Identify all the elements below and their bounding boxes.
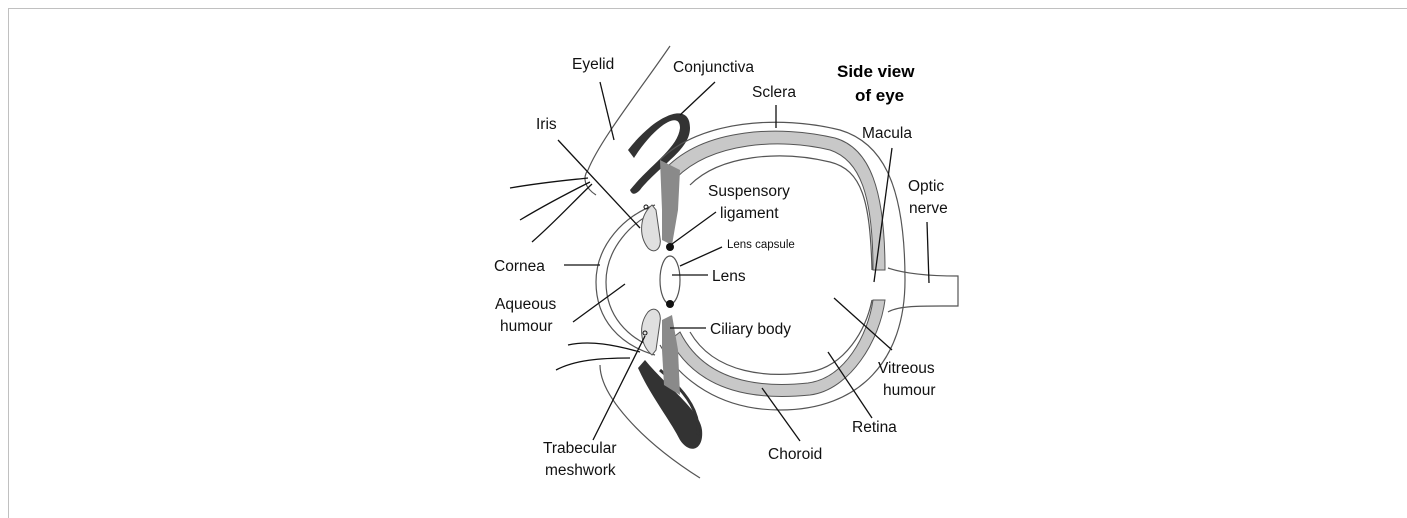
leader-iris [558,140,640,228]
label-optic-nerve-line2: nerve [909,200,948,217]
conjunctiva-upper [628,113,690,193]
leader-aqueous [573,284,625,322]
label-trabecular-line1: Trabecular [543,440,617,457]
retina-line [690,156,872,270]
diagram-title-line1: Side view [837,62,915,81]
suspensory-dot-lower [666,300,674,308]
leader-optic-nerve [927,222,929,283]
label-vitreous-line1: Vitreous [878,360,935,377]
eyelid-upper-inner-line [585,170,596,195]
label-ciliary-body: Ciliary body [710,321,791,338]
lens [660,256,680,304]
label-cornea: Cornea [494,258,545,275]
label-aqueous-line2: humour [500,318,553,335]
label-retina: Retina [852,419,897,436]
label-trabecular-line2: meshwork [545,462,616,479]
optic-nerve [888,268,958,312]
leader-trabecular [593,336,645,440]
label-eyelid: Eyelid [572,56,614,73]
label-choroid: Choroid [768,446,822,463]
leader-eyelid [600,82,614,140]
label-conjunctiva: Conjunctiva [673,59,754,76]
label-vitreous-line2: humour [883,382,936,399]
iris-upper [642,205,661,251]
leader-suspensory [672,212,716,244]
eyelashes-lower [556,343,640,370]
label-optic-nerve-line1: Optic [908,178,944,195]
label-aqueous-line1: Aqueous [495,296,556,313]
leader-lens-capsule [680,247,722,266]
label-suspensory-line1: Suspensory [708,183,790,200]
ciliary-body-lower [662,315,680,395]
leader-conjunctiva [680,82,715,115]
label-suspensory-line2: ligament [720,205,779,222]
label-lens-capsule: Lens capsule [727,239,795,251]
diagram-title-line2: of eye [855,86,904,105]
iris-lower [642,309,661,355]
label-sclera: Sclera [752,84,796,101]
label-lens: Lens [712,268,746,285]
ciliary-body-upper [660,160,680,245]
label-iris: Iris [536,116,557,133]
eyelashes-upper [510,178,592,242]
label-macula: Macula [862,125,912,142]
